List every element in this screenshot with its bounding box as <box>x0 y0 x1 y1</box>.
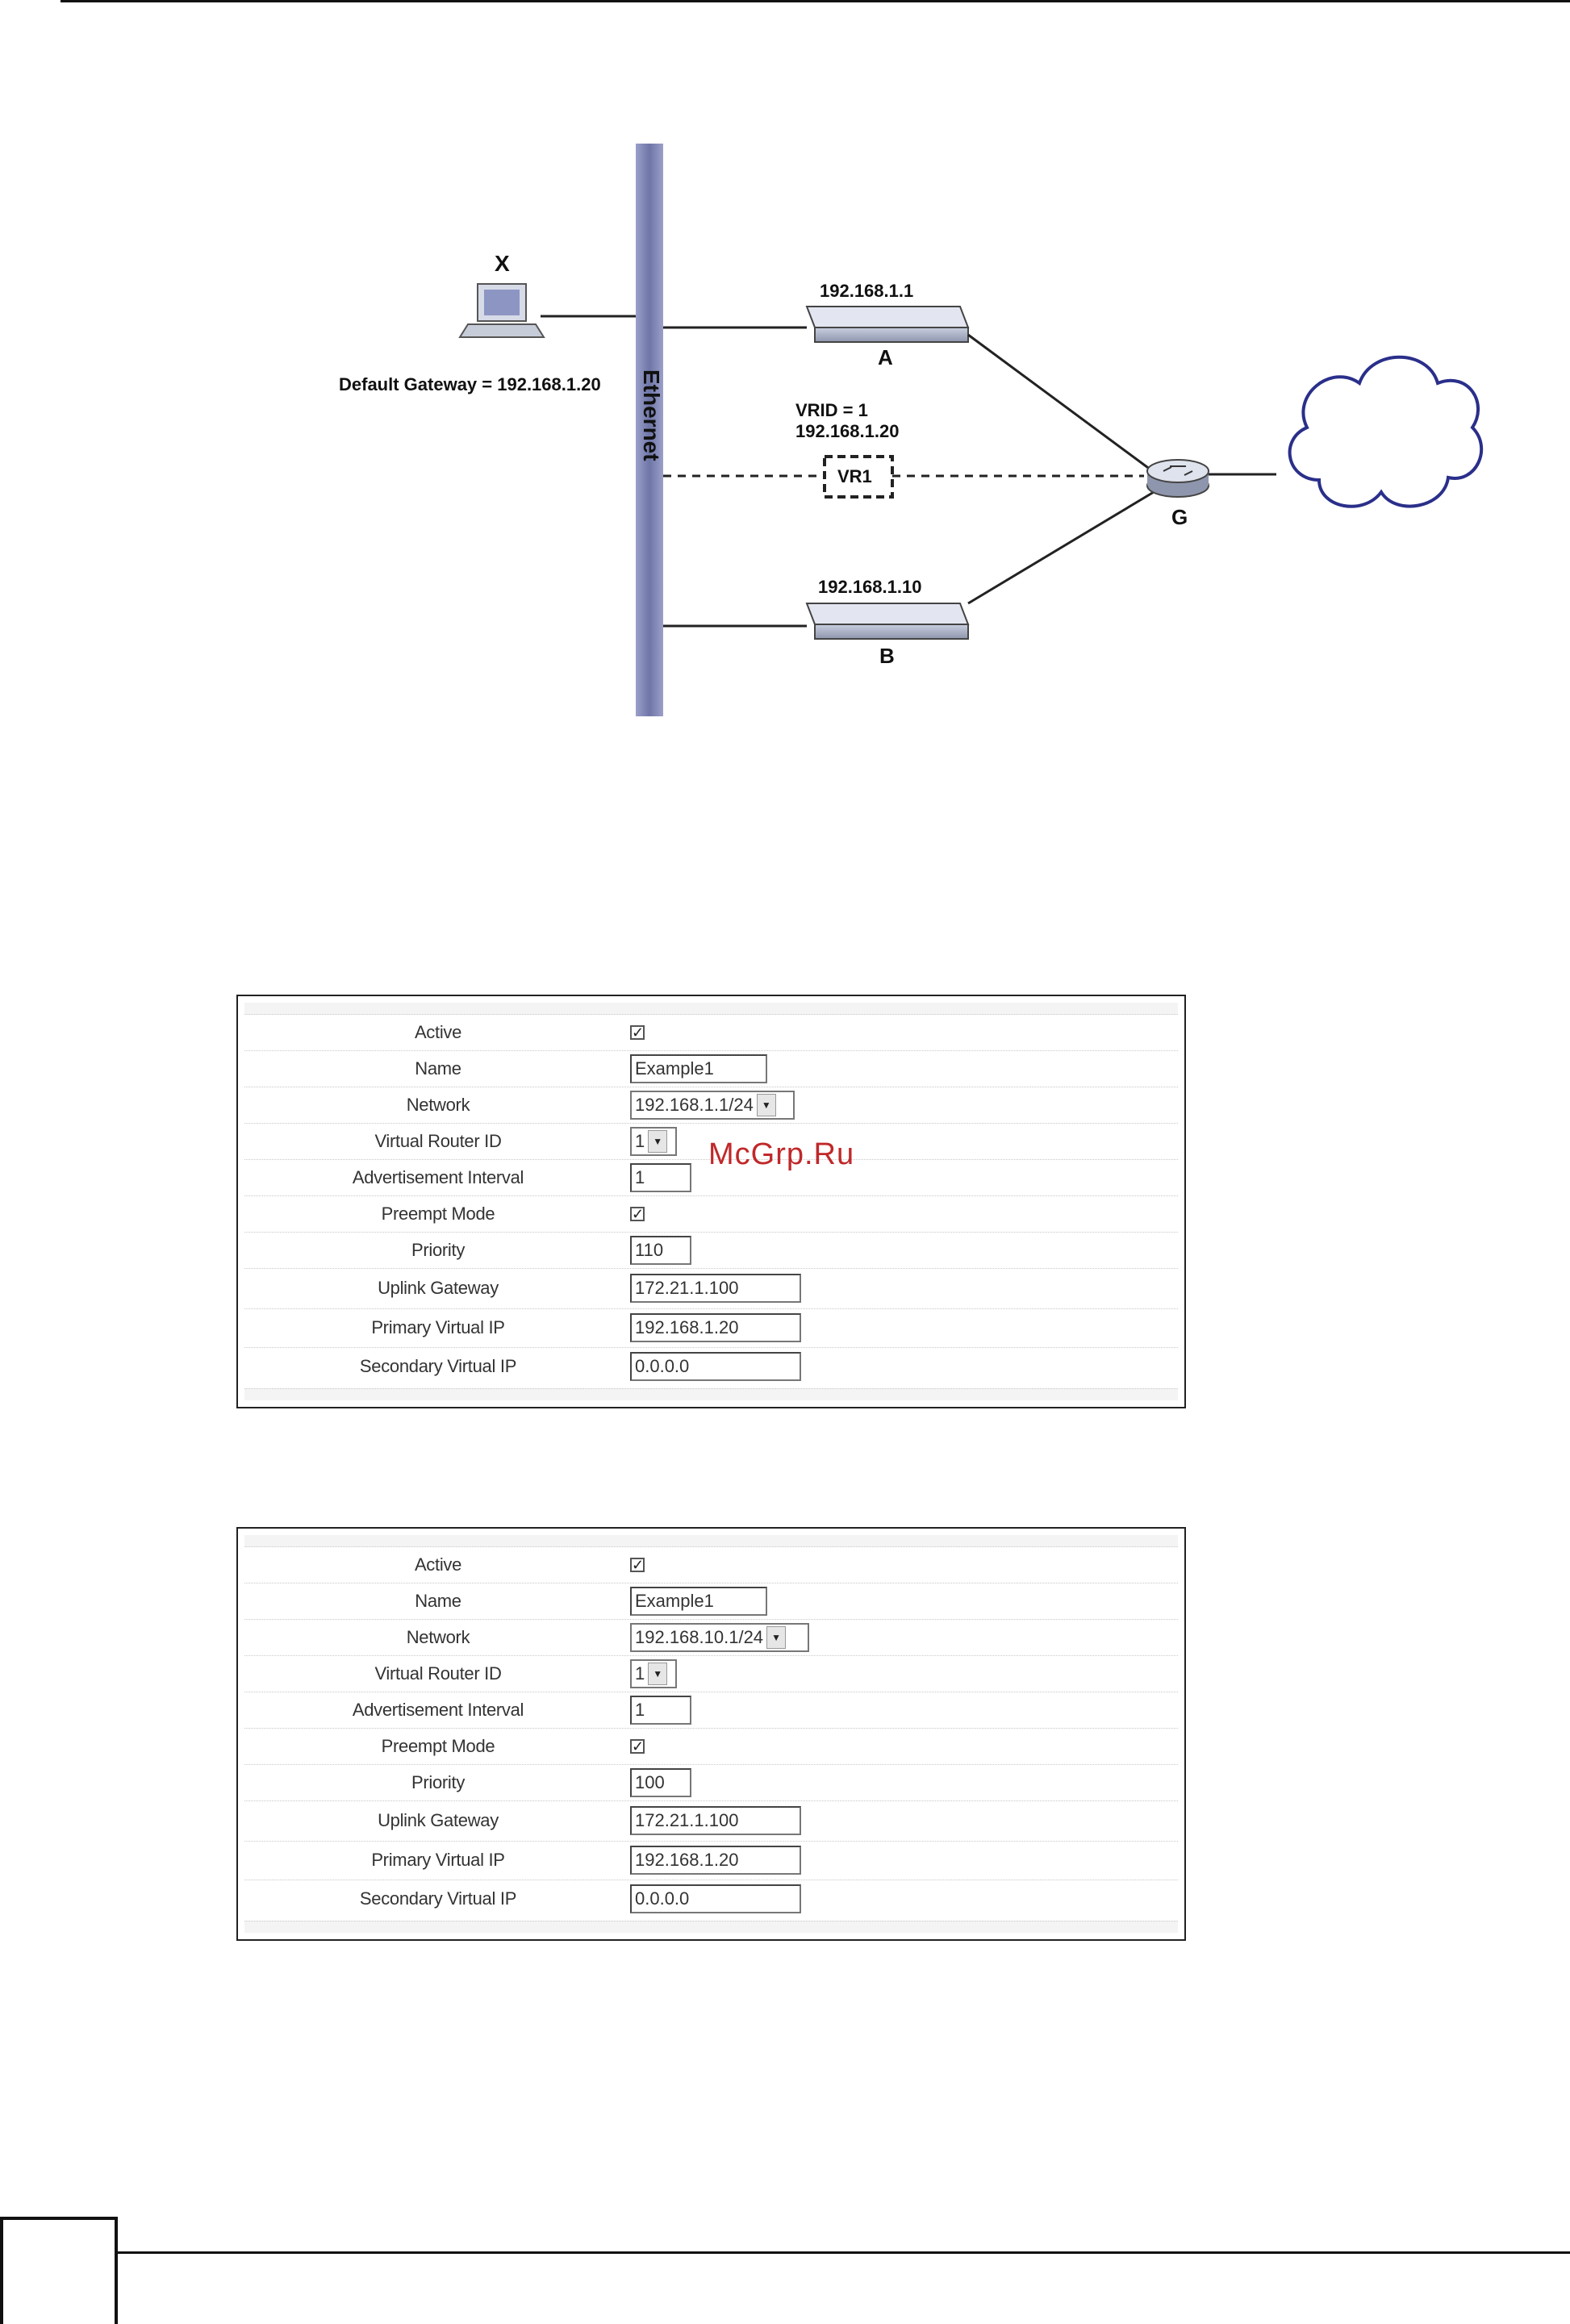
vr-ip-label: 192.168.1.20 <box>795 421 899 441</box>
advertisement-interval-field[interactable]: 1 <box>630 1695 691 1725</box>
vrrp-settings-panel-b: Active ✓ Name Example1 Network 192.168.1… <box>236 1527 1186 1941</box>
advertisement-interval-field[interactable]: 1 <box>630 1162 691 1192</box>
row-virtual-router-id: Virtual Router ID 1▼ <box>244 1123 1178 1160</box>
row-secondary-virtual-ip: Secondary Virtual IP 0.0.0.0 <box>244 1347 1178 1386</box>
priority-label: Priority <box>411 1240 466 1260</box>
row-preempt-mode: Preempt Mode ✓ <box>244 1728 1178 1765</box>
preempt-mode-label: Preempt Mode <box>381 1736 495 1756</box>
switch-a-label: A <box>878 345 893 369</box>
name-label: Name <box>415 1058 461 1079</box>
row-secondary-virtual-ip: Secondary Virtual IP 0.0.0.0 <box>244 1880 1178 1918</box>
gateway-router-icon <box>1146 459 1209 498</box>
secondary-virtual-ip-field[interactable]: 0.0.0.0 <box>630 1884 801 1913</box>
uplink-gateway-label: Uplink Gateway <box>378 1810 499 1830</box>
virtual-router-id-select[interactable]: 1▼ <box>630 1126 677 1156</box>
switch-b-label: B <box>879 644 895 668</box>
row-advertisement-interval: Advertisement Interval 1 <box>244 1159 1178 1196</box>
row-advertisement-interval: Advertisement Interval 1 <box>244 1692 1178 1729</box>
chevron-down-icon[interactable]: ▼ <box>766 1625 787 1649</box>
switch-a-icon <box>805 306 970 343</box>
secondary-virtual-ip-label: Secondary Virtual IP <box>359 1356 517 1376</box>
secondary-virtual-ip-field[interactable]: 0.0.0.0 <box>630 1352 801 1381</box>
row-network: Network 192.168.1.1/24▼ <box>244 1087 1178 1124</box>
row-uplink-gateway: Uplink Gateway 172.21.1.100 <box>244 1800 1178 1842</box>
internet-cloud-icon <box>1288 355 1484 508</box>
vrid-label: VRID = 1 <box>795 400 868 420</box>
primary-virtual-ip-field[interactable]: 192.168.1.20 <box>630 1313 801 1342</box>
active-checkbox[interactable]: ✓ <box>630 1024 645 1041</box>
row-virtual-router-id: Virtual Router ID 1▼ <box>244 1655 1178 1692</box>
name-field[interactable]: Example1 <box>630 1054 767 1083</box>
network-select[interactable]: 192.168.10.1/24▼ <box>630 1622 809 1652</box>
row-name: Name Example1 <box>244 1583 1178 1620</box>
footer-rule <box>118 2251 1570 2254</box>
pc-x-label: X <box>495 251 510 276</box>
priority-field[interactable]: 110 <box>630 1235 691 1265</box>
priority-label: Priority <box>411 1772 466 1792</box>
vrrp-settings-panel-a: Active ✓ Name Example1 Network 192.168.1… <box>236 995 1186 1408</box>
vr1-box <box>823 455 894 499</box>
switch-b-icon <box>805 603 970 640</box>
virtual-router-id-select[interactable]: 1▼ <box>630 1659 677 1688</box>
ethernet-label: Ethernet <box>639 369 664 461</box>
active-checkbox[interactable]: ✓ <box>630 1556 645 1573</box>
page-number-box <box>0 2217 118 2324</box>
uplink-gateway-label: Uplink Gateway <box>378 1278 499 1298</box>
advertisement-interval-label: Advertisement Interval <box>352 1167 524 1187</box>
row-uplink-gateway: Uplink Gateway 172.21.1.100 <box>244 1268 1178 1309</box>
chevron-down-icon[interactable]: ▼ <box>648 1129 668 1153</box>
secondary-virtual-ip-label: Secondary Virtual IP <box>359 1888 517 1909</box>
network-label: Network <box>406 1095 470 1115</box>
network-select[interactable]: 192.168.1.1/24▼ <box>630 1090 795 1120</box>
ethernet-bus <box>636 144 663 716</box>
row-name: Name Example1 <box>244 1050 1178 1087</box>
primary-virtual-ip-label: Primary Virtual IP <box>371 1850 505 1870</box>
vrrp-network-diagram: Ethernet X Default Gateway = 192.168.1.2… <box>339 137 1484 726</box>
primary-virtual-ip-field[interactable]: 192.168.1.20 <box>630 1846 801 1875</box>
top-rule <box>61 0 1570 2</box>
network-value: 192.168.10.1/24 <box>635 1626 764 1647</box>
virtual-router-id-value: 1 <box>635 1130 645 1151</box>
network-value: 192.168.1.1/24 <box>635 1094 754 1115</box>
uplink-gateway-field[interactable]: 172.21.1.100 <box>630 1806 801 1835</box>
preempt-mode-label: Preempt Mode <box>381 1204 495 1224</box>
preempt-mode-checkbox[interactable]: ✓ <box>630 1205 645 1222</box>
chevron-down-icon[interactable]: ▼ <box>648 1662 668 1685</box>
active-label: Active <box>414 1554 462 1575</box>
default-gateway-label: Default Gateway = 192.168.1.20 <box>339 374 601 394</box>
row-active: Active ✓ <box>244 1014 1178 1051</box>
gateway-g-label: G <box>1171 505 1188 529</box>
watermark: McGrp.Ru <box>708 1137 855 1171</box>
network-label: Network <box>406 1627 470 1647</box>
priority-field[interactable]: 100 <box>630 1767 691 1797</box>
row-priority: Priority 100 <box>244 1764 1178 1801</box>
row-priority: Priority 110 <box>244 1232 1178 1269</box>
preempt-mode-checkbox[interactable]: ✓ <box>630 1738 645 1754</box>
name-field[interactable]: Example1 <box>630 1586 767 1616</box>
active-label: Active <box>414 1022 462 1042</box>
row-network: Network 192.168.10.1/24▼ <box>244 1619 1178 1656</box>
computer-x-icon <box>458 283 545 338</box>
advertisement-interval-label: Advertisement Interval <box>352 1700 524 1720</box>
virtual-router-id-label: Virtual Router ID <box>374 1663 502 1684</box>
virtual-router-id-value: 1 <box>635 1663 645 1684</box>
chevron-down-icon[interactable]: ▼ <box>756 1093 776 1116</box>
row-primary-virtual-ip: Primary Virtual IP 192.168.1.20 <box>244 1308 1178 1348</box>
virtual-router-id-label: Virtual Router ID <box>374 1131 502 1151</box>
primary-virtual-ip-label: Primary Virtual IP <box>371 1317 505 1337</box>
switch-b-ip: 192.168.1.10 <box>818 577 921 597</box>
uplink-gateway-field[interactable]: 172.21.1.100 <box>630 1274 801 1303</box>
switch-a-ip: 192.168.1.1 <box>820 281 913 301</box>
row-active: Active ✓ <box>244 1546 1178 1583</box>
row-preempt-mode: Preempt Mode ✓ <box>244 1195 1178 1233</box>
vr1-label: VR1 <box>837 466 872 486</box>
name-label: Name <box>415 1591 461 1611</box>
row-primary-virtual-ip: Primary Virtual IP 192.168.1.20 <box>244 1841 1178 1880</box>
